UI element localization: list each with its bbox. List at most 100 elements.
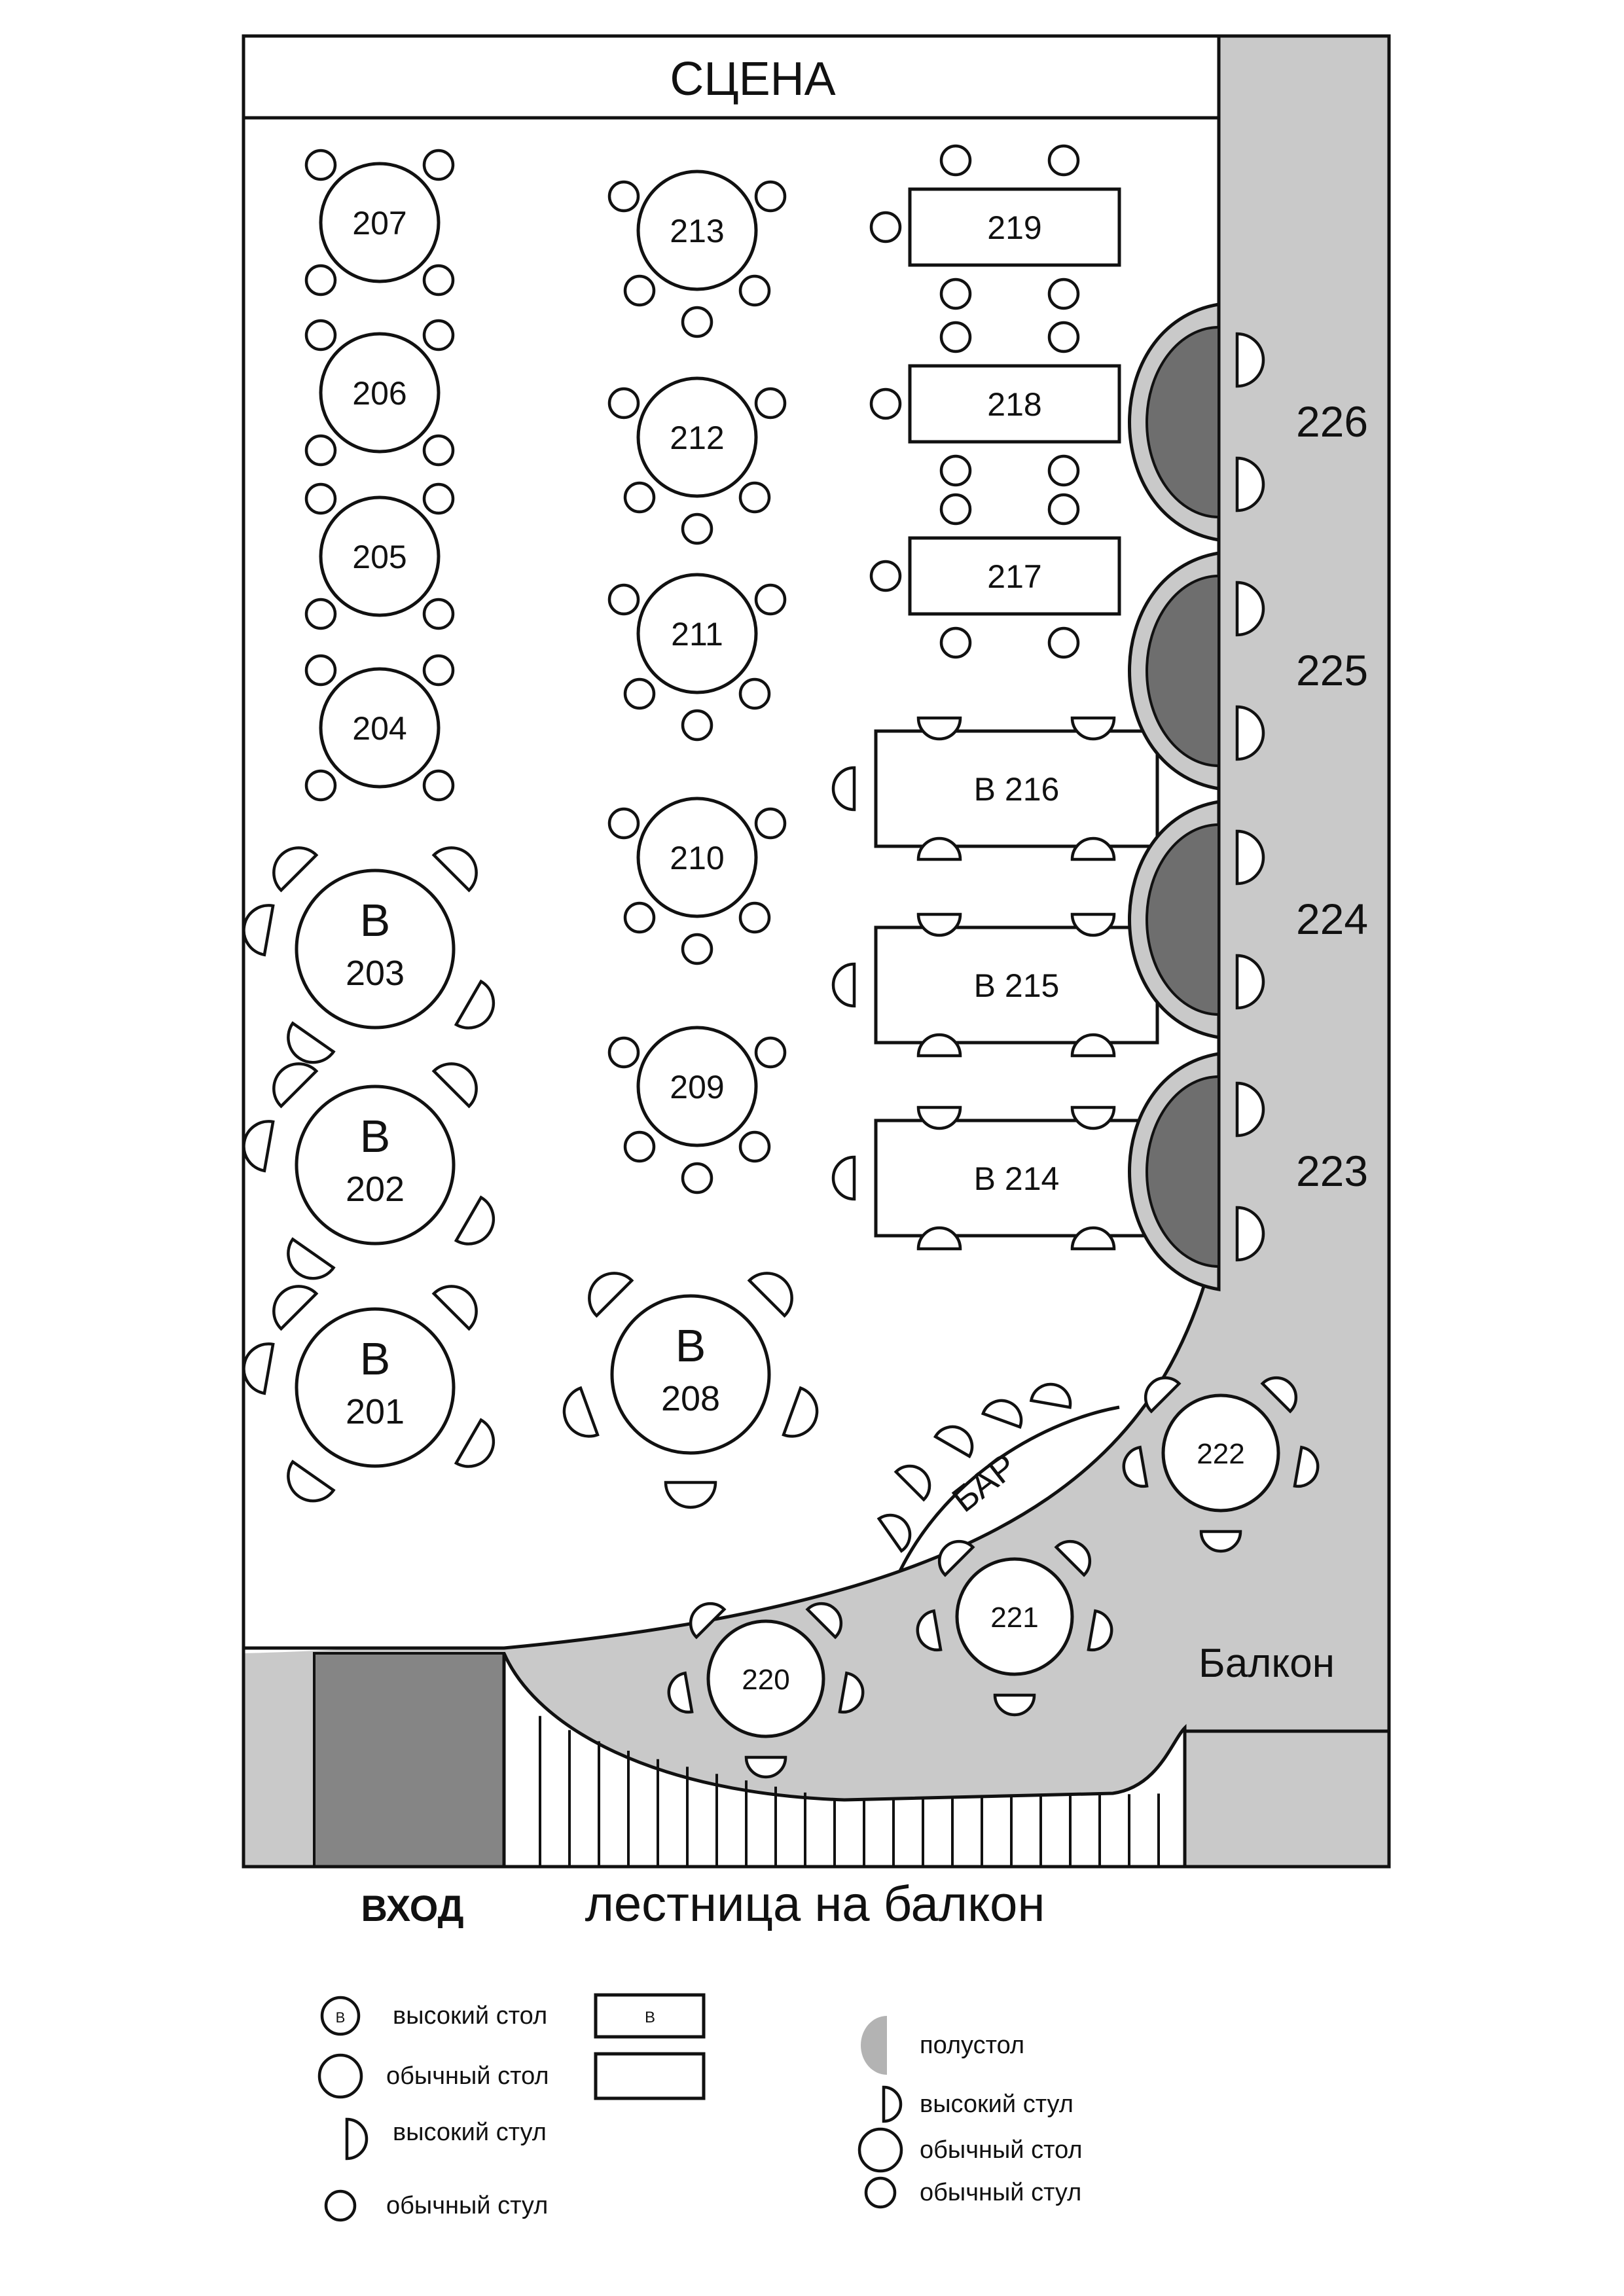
chair-icon (754, 180, 787, 213)
chair-icon (681, 933, 713, 965)
high-chair-icon (1235, 705, 1265, 761)
high-chair-icon (893, 1464, 931, 1502)
high-chair-icon (916, 1226, 962, 1251)
half-table[interactable]: 223 (1128, 1052, 1369, 1291)
table-label: В 215 (974, 967, 1060, 1004)
high-chair-icon (1122, 1445, 1149, 1488)
rect-table[interactable]: 219 (869, 144, 1121, 310)
chair-icon (681, 512, 713, 545)
chair-icon (1047, 626, 1080, 659)
chair-icon (869, 387, 902, 420)
round-table[interactable]: 205 (304, 482, 455, 630)
balcony-edge (1183, 1729, 1388, 1867)
high-round-table-icon (295, 1085, 456, 1246)
chair-icon (324, 2189, 357, 2222)
rect-table[interactable]: 217 (869, 493, 1121, 659)
stage (242, 34, 1221, 120)
balcony-table[interactable]: 222 (1121, 1370, 1321, 1553)
chair-icon (607, 387, 640, 420)
table-number: 209 (670, 1069, 724, 1105)
high-chair-icon (1070, 1033, 1116, 1058)
chair-icon (939, 493, 972, 526)
rect-table-icon (908, 187, 1121, 267)
balcony-table[interactable]: 220 (666, 1596, 866, 1779)
chair-icon (623, 901, 656, 934)
table-number: 225 (1296, 646, 1368, 694)
high-marker: В (676, 1320, 706, 1371)
round-table[interactable]: 207 (304, 149, 455, 296)
chair-icon (681, 1162, 713, 1194)
chair-icon (939, 626, 972, 659)
round-table[interactable]: 213 (607, 170, 787, 338)
stairs-label: лестница на балкон (585, 1876, 1045, 1932)
chair-icon (304, 769, 337, 802)
high-chair-icon (664, 1480, 717, 1509)
table-number: 210 (670, 840, 724, 876)
table-number: 213 (670, 213, 724, 249)
high-chair-icon (1235, 829, 1265, 886)
legend-label: обычный стул (920, 2179, 1081, 2206)
high-chair-icon (287, 1237, 336, 1280)
round-table-icon (319, 495, 441, 617)
high-chair-icon (805, 1602, 843, 1640)
chair-icon (939, 454, 972, 487)
chair-icon (869, 211, 902, 243)
chair-icon (304, 482, 337, 515)
half-table[interactable]: 226 (1128, 302, 1369, 542)
high-chair-icon (933, 1425, 974, 1459)
table-number: 206 (352, 375, 406, 412)
round-table[interactable]: 212 (607, 376, 787, 545)
chair-icon (623, 677, 656, 710)
half-table-icon (861, 2016, 887, 2075)
legend-label: высокий стул (920, 2090, 1074, 2118)
round-table[interactable]: 211 (607, 573, 787, 742)
chair-icon (939, 144, 972, 177)
round-table[interactable]: 209 (607, 1026, 787, 1194)
chair-icon (738, 1130, 771, 1163)
high-marker: В (360, 1333, 391, 1384)
high-chair-icon (287, 1021, 336, 1064)
high-chair-icon (838, 1671, 865, 1714)
round-table-icon (636, 170, 758, 291)
legend-label: высокий стул (393, 2119, 547, 2146)
table-number: 208 (661, 1379, 720, 1418)
table-label: 217 (987, 558, 1041, 595)
round-table[interactable]: 210 (607, 797, 787, 965)
table-number: 211 (671, 616, 723, 653)
high-chair-icon (562, 1386, 600, 1438)
chair-icon (422, 319, 455, 351)
round-table[interactable]: 206 (304, 319, 455, 467)
high-rect-table[interactable]: В 216 (831, 716, 1159, 861)
round-table-icon (1161, 1393, 1280, 1513)
chair-icon (754, 1036, 787, 1069)
high-rect-table[interactable]: В 215 (831, 912, 1159, 1058)
half-table[interactable]: 224 (1128, 800, 1369, 1039)
high-chair-icon (1260, 1376, 1298, 1414)
high-chair-icon (1293, 1445, 1320, 1488)
chair-icon (939, 278, 972, 310)
chair-icon (623, 481, 656, 514)
high-round-table[interactable]: В 208 (557, 1263, 824, 1509)
high-chair-icon (1199, 1530, 1242, 1553)
balcony-table[interactable]: 221 (914, 1534, 1115, 1717)
table-label: В 214 (974, 1160, 1060, 1197)
high-rect-table[interactable]: В 214 (831, 1105, 1159, 1251)
high-chair-icon (916, 1609, 943, 1652)
high-chair-icon (1054, 1539, 1092, 1577)
chair-icon (422, 264, 455, 296)
chair-icon (864, 2176, 897, 2209)
table-number: 221 (990, 1602, 1038, 1634)
round-table[interactable]: 204 (304, 654, 455, 802)
round-table-icon (317, 2053, 363, 2099)
balcony-label: Балкон (1199, 1641, 1335, 1686)
half-table[interactable]: 225 (1128, 551, 1369, 791)
round-table-icon (319, 162, 441, 283)
high-chair-icon (454, 979, 496, 1030)
high-round-table-icon (610, 1294, 771, 1455)
rect-table[interactable]: 218 (869, 321, 1121, 487)
